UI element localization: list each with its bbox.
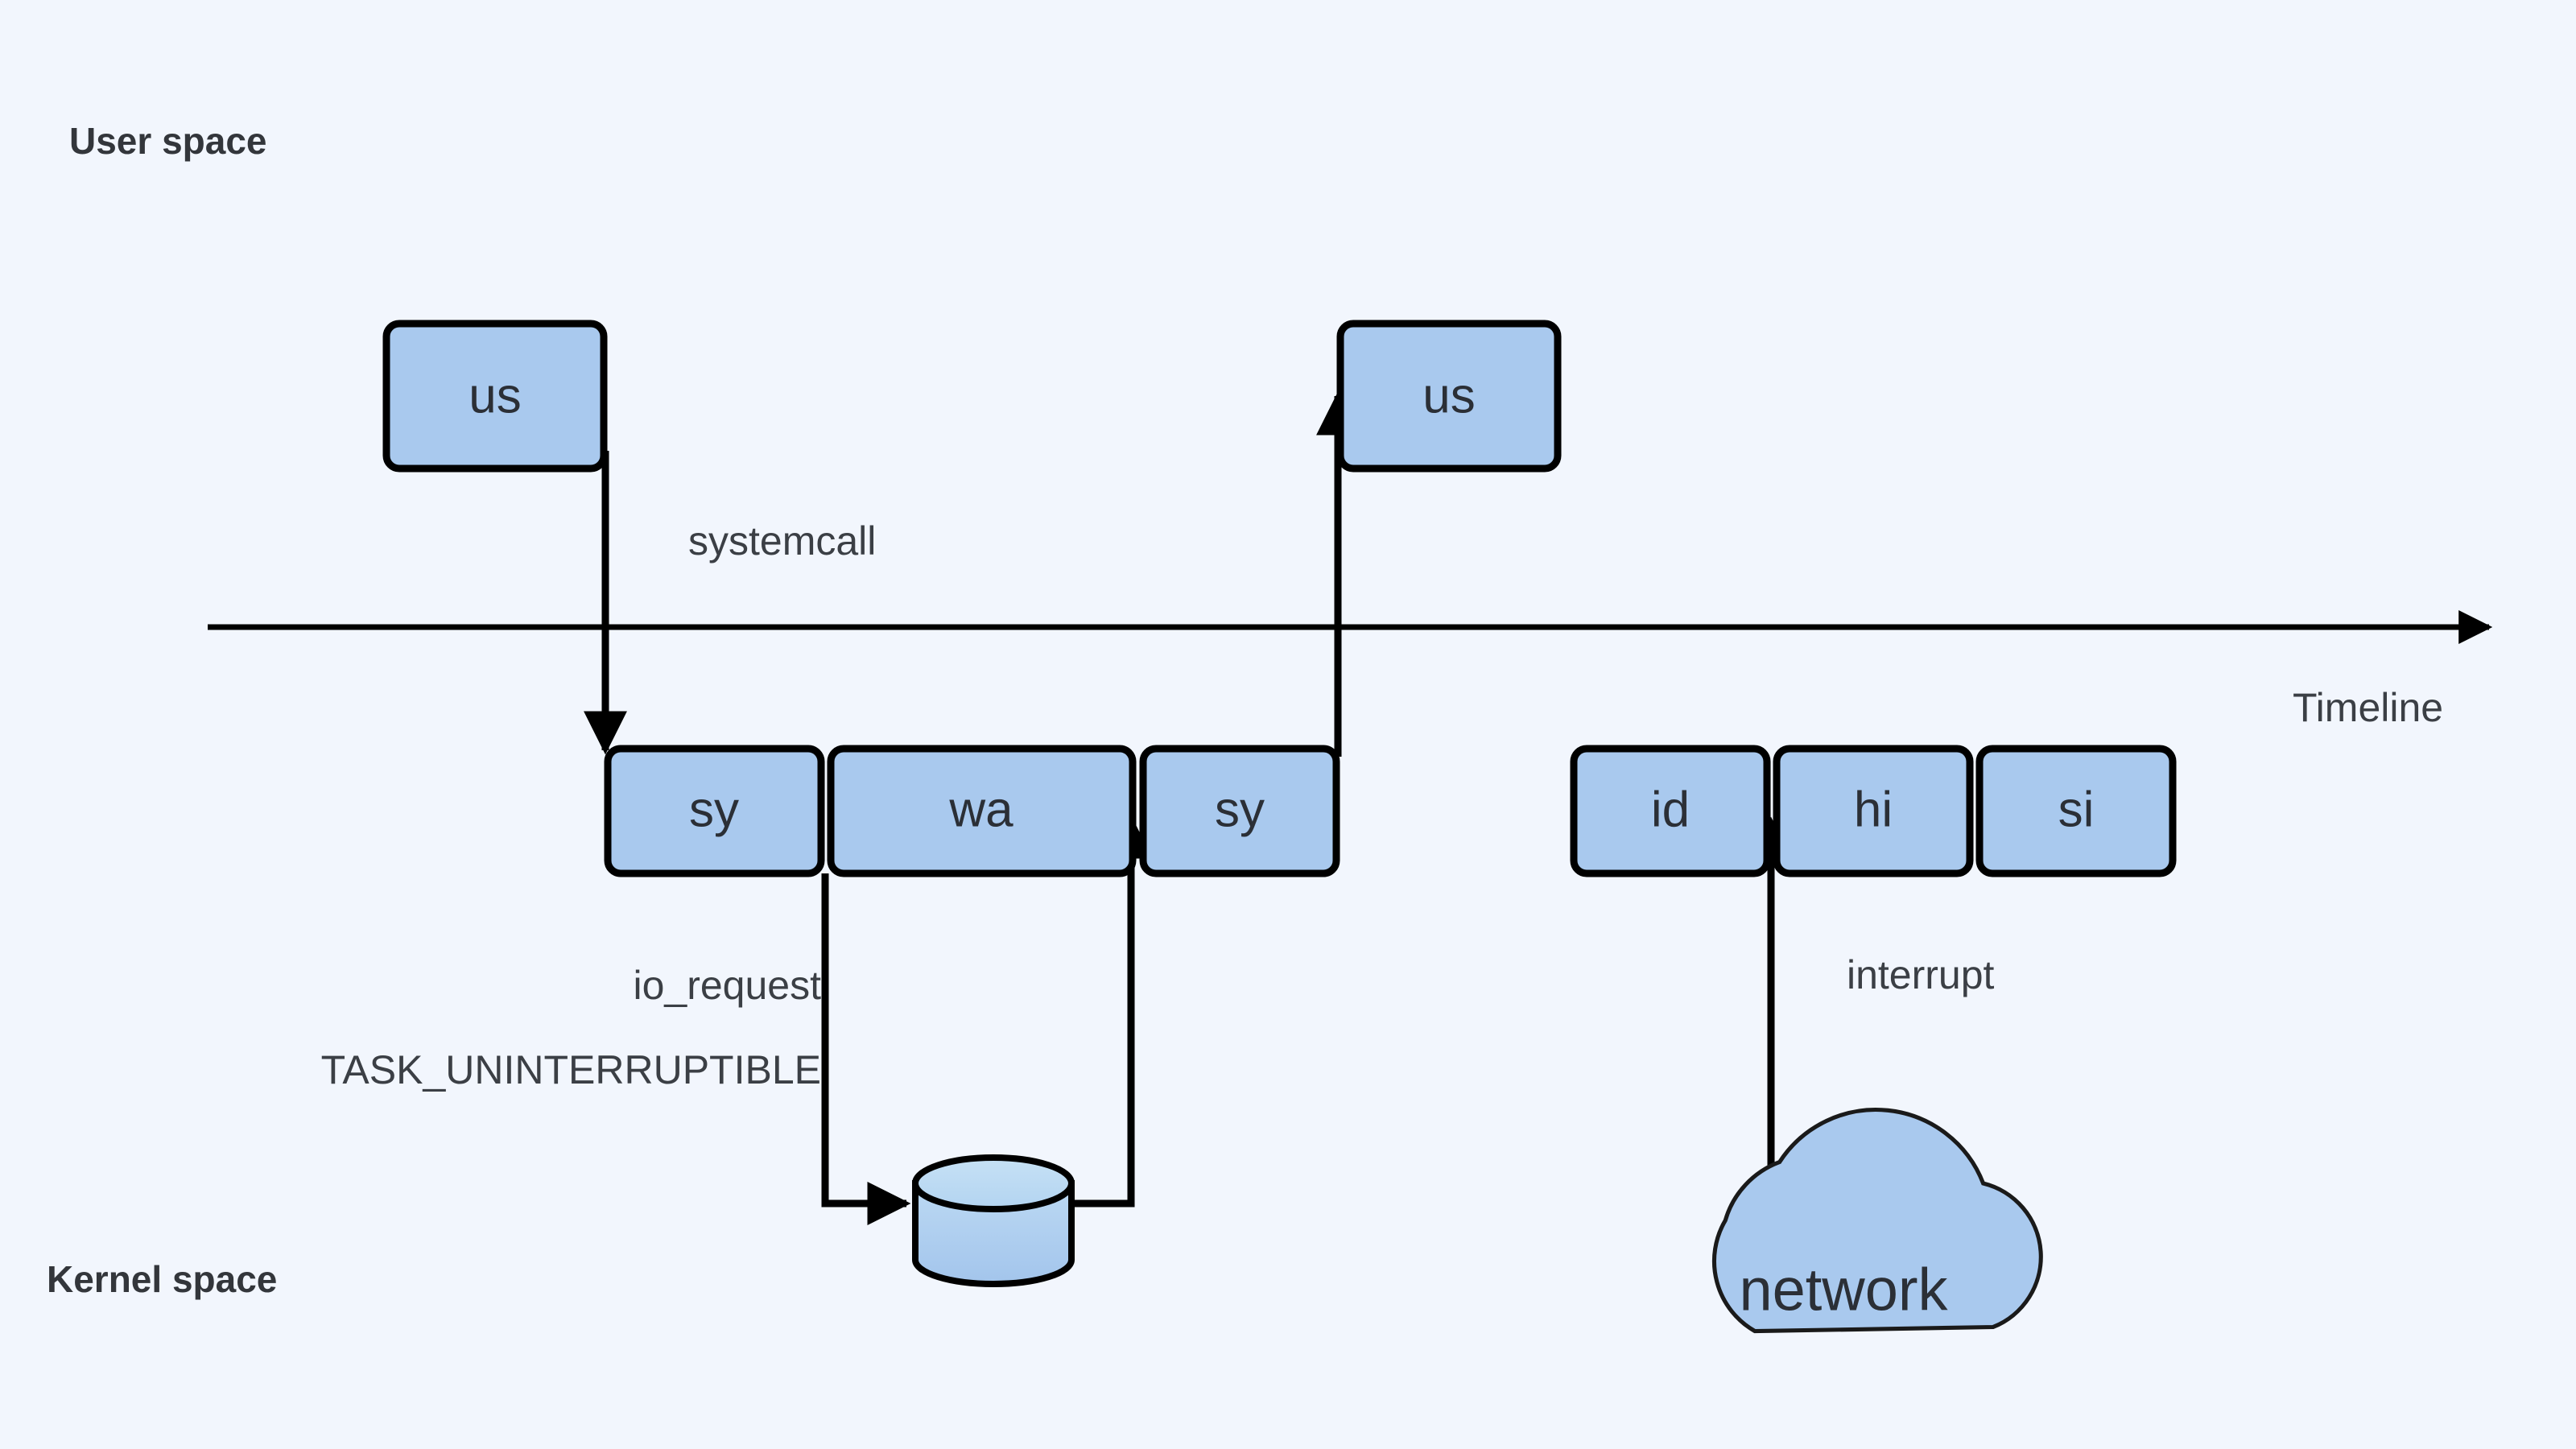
node-id-label: id [1651,782,1690,837]
node-sy-1-shape[interactable] [604,745,825,877]
node-wa[interactable]: wa [827,745,1137,877]
systemcall-label: systemcall [688,518,877,564]
user-space-label: User space [69,120,267,162]
node-sy-2-label: sy [1215,782,1265,837]
node-us-return[interactable]: us [1336,320,1562,473]
timeline-label: Timeline [2293,685,2444,730]
io-request-label: io_request [633,963,822,1008]
network-cloud-shape [1711,1108,2043,1334]
node-sy-2-shape[interactable] [1139,745,1340,877]
network-cloud-label: network [1739,1257,1948,1323]
node-si[interactable]: si [1975,745,2177,877]
disk-cylinder-top [912,1154,1075,1212]
io-request-path [821,873,911,1225]
node-sy-1-label: sy [689,782,739,837]
disk-cylinder-icon[interactable] [912,1154,1075,1287]
task-state-label: TASK_UNINTERRUPTIBLE [320,1047,821,1092]
node-sy-2[interactable]: sy [1139,745,1340,877]
node-id-shape[interactable] [1570,745,1771,877]
node-sy-1[interactable]: sy [604,745,825,877]
interrupt-label: interrupt [1847,952,1995,997]
node-us-return-shape[interactable] [1336,320,1562,473]
node-us-return-label: us [1422,368,1475,423]
node-hi[interactable]: hi [1773,745,1974,877]
kernel-space-label: Kernel space [47,1258,278,1300]
io-complete-path [1071,815,1153,1208]
node-us-entry-label: us [469,368,521,423]
node-id[interactable]: id [1570,745,1771,877]
node-hi-shape[interactable] [1773,745,1974,877]
node-wa-label: wa [948,782,1013,837]
node-us-entry[interactable]: us [382,320,608,473]
node-us-entry-shape[interactable] [382,320,608,473]
node-si-label: si [2058,782,2095,837]
node-si-shape[interactable] [1975,745,2177,877]
network-cloud-icon[interactable]: network [1711,1108,2043,1334]
node-wa-shape[interactable] [827,745,1137,877]
node-hi-label: hi [1854,782,1893,837]
